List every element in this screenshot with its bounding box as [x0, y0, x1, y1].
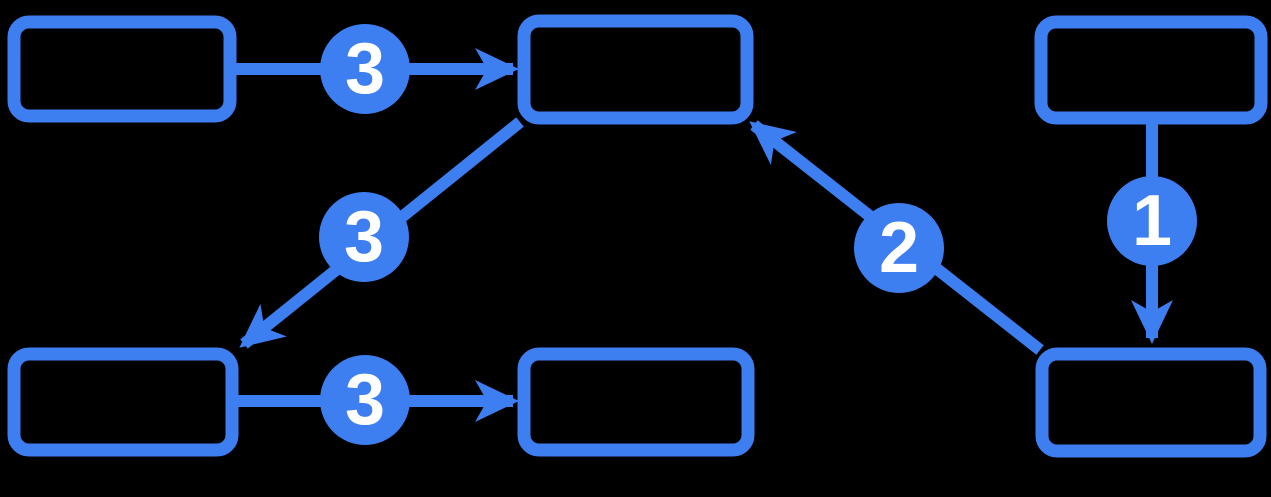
node-top-right	[1034, 15, 1268, 125]
badge-bottom-right-to-top-center: 2	[854, 203, 944, 293]
badge-top-right-to-bottom-right: 1	[1107, 176, 1197, 266]
badge-bottom-left-to-bottom-center: 3	[320, 355, 410, 445]
badge-top-left-to-top-center: 3	[320, 24, 410, 114]
node-top-left	[7, 15, 237, 123]
node-bottom-right	[1035, 347, 1267, 458]
node-bottom-center	[517, 347, 755, 457]
badge-top-center-to-bottom-left: 3	[319, 192, 409, 282]
node-top-center	[517, 14, 754, 125]
node-bottom-left	[7, 347, 239, 457]
